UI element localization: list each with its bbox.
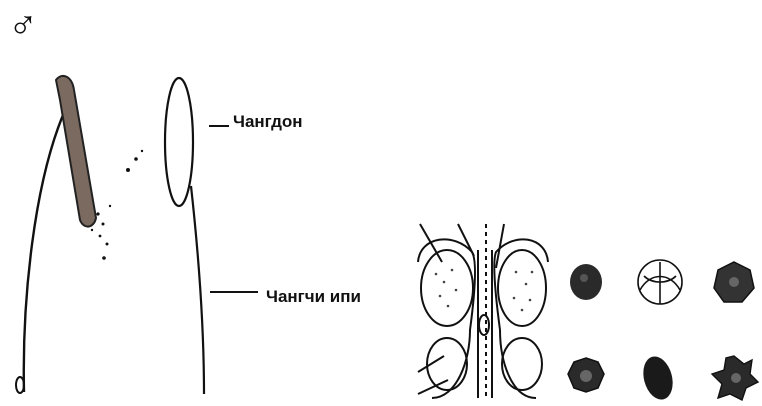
pollen-grain-icon	[712, 356, 758, 400]
male-symbol: ♂	[8, 4, 38, 44]
anther-label: Чангдон	[233, 112, 303, 132]
pollen-grain-icon	[568, 358, 604, 392]
pollen-grain-icon	[714, 262, 754, 302]
filament-label: Чангчи ипи	[266, 287, 361, 307]
pollen-grain-icon	[570, 264, 602, 300]
stamen-shaded-icon	[16, 76, 143, 393]
anther-cross-section-icon	[418, 224, 548, 398]
stamen-outline-icon	[165, 78, 204, 394]
pollen-grain-icon	[639, 353, 677, 403]
pollen-grain-icon	[638, 260, 682, 304]
